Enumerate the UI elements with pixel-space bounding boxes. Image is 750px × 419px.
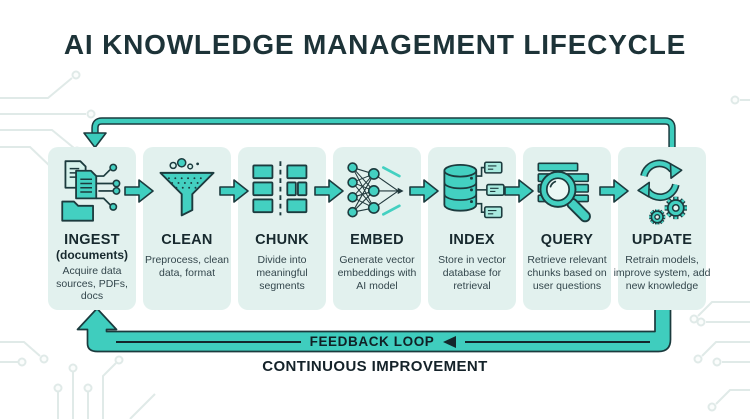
stage-icon-wrap — [343, 151, 411, 233]
neural-network-icon — [347, 162, 404, 218]
flow-arrow-icon — [409, 179, 439, 203]
stage-description: Preprocess, clean data, format — [144, 253, 230, 279]
feedback-loop-label: FEEDBACK LOOP — [309, 334, 435, 349]
stage-description: Divide into meaningful segments — [256, 253, 308, 292]
stage-description: Retrieve relevant chunks based on user q… — [527, 253, 607, 292]
stage-card-clean: CLEAN Preprocess, clean data, format — [143, 147, 231, 310]
stage-subtitle: (documents) — [56, 247, 128, 262]
page-title: AI KNOWLEDGE MANAGEMENT LIFECYCLE — [63, 29, 687, 60]
stage-card-index: INDEX Store in vector database for retri… — [428, 147, 516, 310]
flow-arrow-icon — [124, 179, 154, 203]
funnel-icon — [159, 158, 215, 217]
stage-card-chunk: CHUNK Divide into meaningful segments — [238, 147, 326, 310]
feedback-line-right — [465, 340, 650, 343]
stage-description: Generate vector embeddings with AI model — [337, 253, 417, 292]
magnifier-search-icon — [537, 162, 591, 223]
feedback-line-left — [116, 340, 301, 343]
stage-card-query: QUERY Retrieve relevant chunks based on … — [523, 147, 611, 310]
flow-arrow-icon — [504, 179, 534, 203]
stage-icon-wrap — [628, 151, 696, 233]
stage-icon-wrap — [438, 151, 506, 233]
stage-name: EMBED — [350, 232, 404, 248]
feedback-loop-band: FEEDBACK LOOP — [116, 331, 650, 352]
flow-arrow-icon — [314, 179, 344, 203]
stage-description: Acquire data sources, PDFs, docs — [56, 264, 128, 303]
continuous-improvement-caption: CONTINUOUS IMPROVEMENT — [262, 358, 488, 375]
flow-arrow-icon — [219, 179, 249, 203]
stage-card-ingest: INGEST (documents) Acquire data sources,… — [48, 147, 136, 310]
flow-arrow-icon — [599, 179, 629, 203]
stage-icon-wrap — [58, 151, 126, 233]
stage-card-embed: EMBED Generate vector embeddings with AI… — [333, 147, 421, 310]
left-arrowhead-icon — [443, 335, 457, 348]
vector-database-icon — [443, 161, 505, 219]
stage-name: UPDATE — [631, 232, 693, 248]
stage-name: CLEAN — [161, 232, 213, 248]
stage-name: INDEX — [449, 232, 495, 248]
stage-description: Store in vector database for retrieval — [438, 253, 506, 292]
stage-icon-wrap — [248, 151, 316, 233]
stage-name: CHUNK — [255, 232, 309, 248]
stage-description: Retrain models, improve system, add new … — [613, 253, 711, 292]
stage-card-update: UPDATE Retrain models, improve system, a… — [614, 147, 710, 310]
stage-icon-wrap — [533, 151, 601, 233]
down-arrowhead-icon — [83, 132, 107, 149]
stage-name: QUERY — [540, 232, 594, 248]
stage-icon-wrap — [153, 151, 221, 233]
sync-gears-icon — [637, 159, 687, 225]
documents-network-icon — [61, 160, 121, 222]
stage-name: INGEST — [64, 232, 120, 248]
segmented-blocks-icon — [252, 161, 308, 216]
